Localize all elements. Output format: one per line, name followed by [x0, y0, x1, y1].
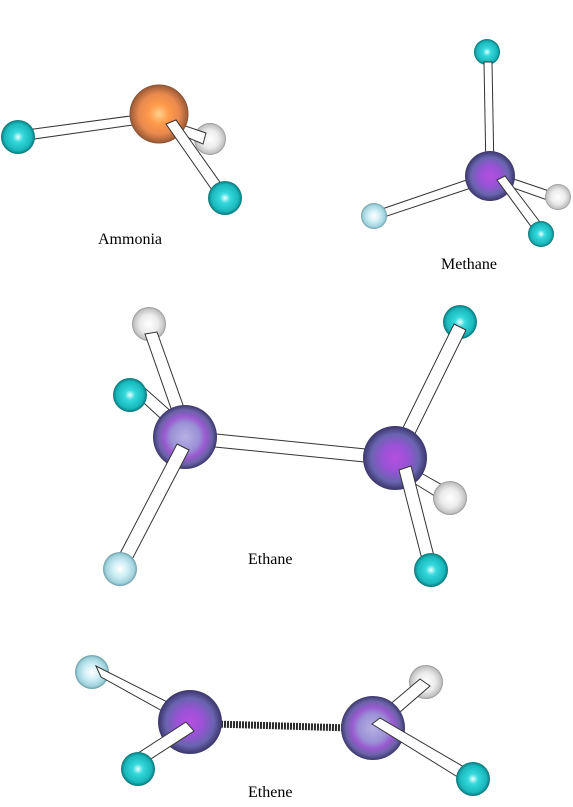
carbon-atom: [465, 151, 515, 201]
hydrogen-atom: [121, 752, 155, 786]
molecule-label-ethane: Ethane: [248, 551, 292, 568]
carbon-atom: [341, 696, 405, 760]
hydrogen-atom: [1, 120, 35, 154]
carbon-atom: [153, 405, 217, 469]
hydrogen-atom: [208, 181, 242, 215]
hydrogen-atom: [528, 221, 554, 247]
hydrogen-atom: [456, 762, 490, 796]
hydrogen-atom: [75, 655, 109, 689]
carbon-atom: [363, 426, 427, 490]
hydrogen-atom: [113, 378, 147, 412]
molecule-label-methane: Methane: [441, 256, 497, 273]
molecule-label-ammonia: Ammonia: [98, 231, 162, 248]
double-bond: [214, 720, 351, 732]
hydrogen-atom: [103, 552, 137, 586]
ammonia-molecule: Ammonia: [1, 84, 242, 248]
molecule-label-ethene: Ethene: [248, 784, 292, 801]
ethene-molecule: Ethene: [75, 655, 490, 801]
bond: [113, 443, 190, 572]
hydrogen-atom: [433, 481, 467, 515]
hydrogen-atom: [361, 203, 387, 229]
hydrogen-atom: [194, 123, 226, 155]
hydrogen-atom: [545, 184, 571, 210]
hydrogen-atom: [474, 39, 500, 65]
hydrogen-atom: [414, 553, 448, 587]
methane-molecule: Methane: [361, 39, 571, 273]
ethane-molecule: Ethane: [103, 305, 477, 587]
